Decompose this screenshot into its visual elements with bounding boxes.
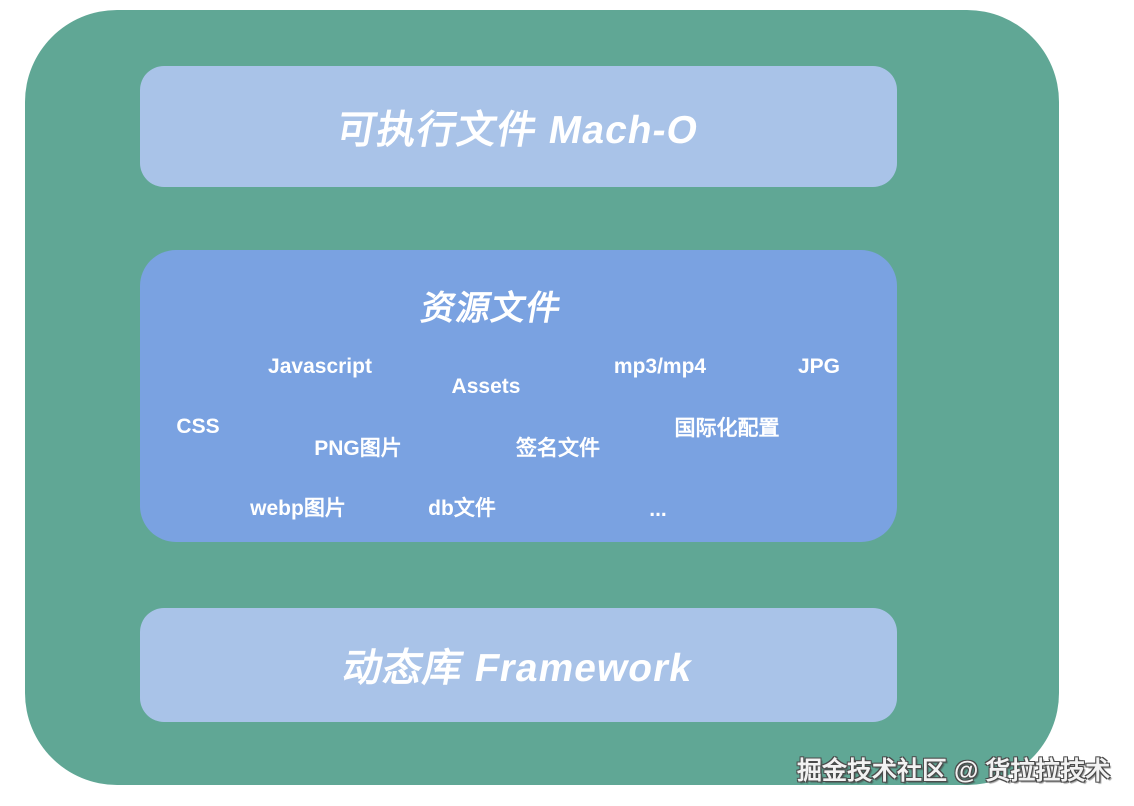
resource-item-javascript: Javascript	[268, 355, 372, 378]
resource-item-signature-files: 签名文件	[516, 437, 600, 460]
framework-label: 动态库 Framework	[339, 647, 697, 690]
executable-macho-label: 可执行文件 Mach-O	[333, 108, 703, 152]
resource-item-i18n-config: 国际化配置	[674, 417, 780, 440]
app-bundle-container: 可执行文件 Mach-O 资源文件 Javascript Assets mp3/…	[25, 10, 1059, 785]
framework-box: 动态库 Framework	[140, 608, 897, 722]
resource-item-mp3-mp4: mp3/mp4	[613, 355, 707, 378]
resource-files-box: 资源文件 Javascript Assets mp3/mp4 JPG CSS P…	[140, 250, 897, 542]
resource-item-ellipsis: ...	[649, 498, 667, 521]
resource-item-css: CSS	[176, 415, 220, 438]
resource-item-jpg: JPG	[797, 355, 841, 378]
executable-macho-box: 可执行文件 Mach-O	[140, 66, 897, 187]
resource-item-png: PNG图片	[314, 437, 402, 460]
resource-files-title: 资源文件	[418, 289, 565, 328]
watermark-text: 掘金技术社区 @ 货拉拉技术	[797, 757, 1111, 785]
resource-item-db-files: db文件	[428, 497, 496, 520]
resource-item-assets: Assets	[451, 375, 521, 398]
resource-item-webp: webp图片	[250, 497, 346, 520]
